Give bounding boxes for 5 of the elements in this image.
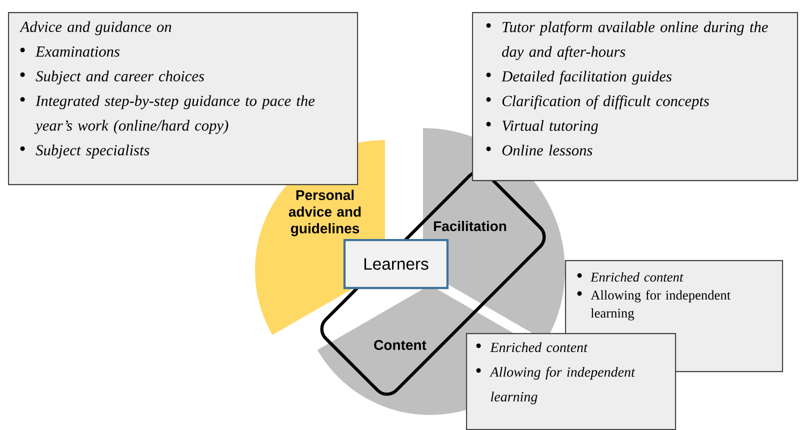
callout-box: Enriched content Allowing for independent learning <box>466 333 676 430</box>
label-box: Learners <box>343 238 449 290</box>
node-label: Facilitation <box>434 220 506 232</box>
callout-box: Tutor platform available online during the day and after-hours Detailed facilitation guides Clarification of difficult concepts Virtual tutoring Online lessons <box>472 12 798 182</box>
callout-box: Advice and guidance on Examinations Subject and career choices Integrated step-by-step guidance to pace the year’s work (online/hard copy) Subject specialists <box>8 12 358 186</box>
